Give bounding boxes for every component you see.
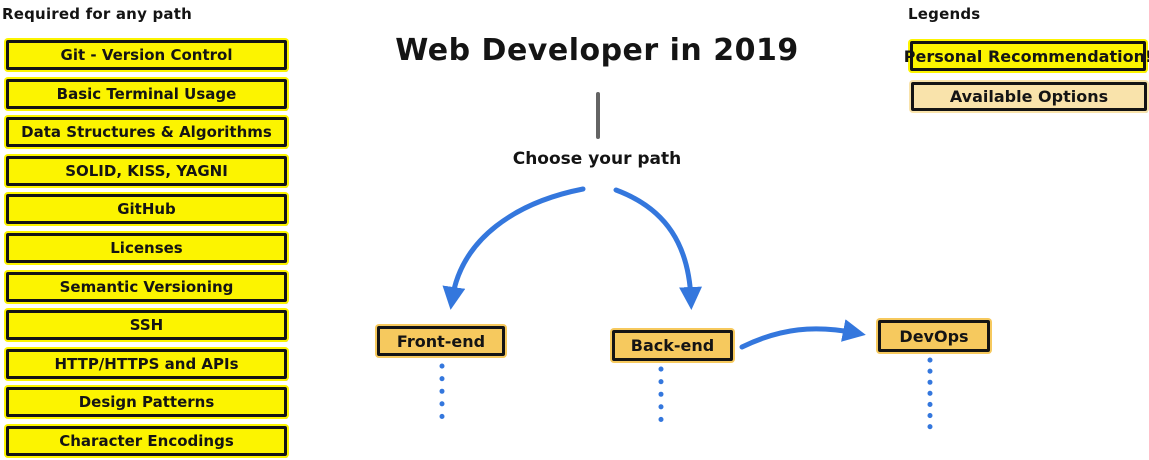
required-item-data-structures: Data Structures & Algorithms <box>6 117 287 148</box>
page-title: Web Developer in 2019 <box>395 33 799 68</box>
required-item-http: HTTP/HTTPS and APIs <box>6 348 287 379</box>
legend-personal-recommendation: Personal Recommendation! <box>904 41 1149 71</box>
path-node-back-end: Back-end <box>612 330 733 361</box>
arrow-to-devops <box>739 319 866 350</box>
legends-heading: Legends <box>908 5 981 23</box>
required-item-licenses: Licenses <box>6 232 287 263</box>
arrow-to-back-end <box>613 187 703 310</box>
legend-available-options: Available Options <box>911 82 1147 111</box>
required-items-list: Git - Version Control Basic Terminal Usa… <box>6 40 287 456</box>
arrow-to-front-end <box>442 186 586 310</box>
required-item-solid: SOLID, KISS, YAGNI <box>6 155 287 186</box>
required-item-design-patterns: Design Patterns <box>6 387 287 418</box>
path-node-front-end: Front-end <box>377 326 505 356</box>
required-item-ssh: SSH <box>6 310 287 341</box>
required-item-terminal: Basic Terminal Usage <box>6 78 287 109</box>
required-item-encodings: Character Encodings <box>6 425 287 456</box>
required-item-semver: Semantic Versioning <box>6 271 287 302</box>
title-stem-line <box>596 92 600 139</box>
path-node-devops: DevOps <box>878 320 990 352</box>
required-item-github: GitHub <box>6 194 287 225</box>
required-item-git: Git - Version Control <box>6 40 287 70</box>
required-section-heading: Required for any path <box>2 5 192 23</box>
choose-path-label: Choose your path <box>512 149 682 169</box>
